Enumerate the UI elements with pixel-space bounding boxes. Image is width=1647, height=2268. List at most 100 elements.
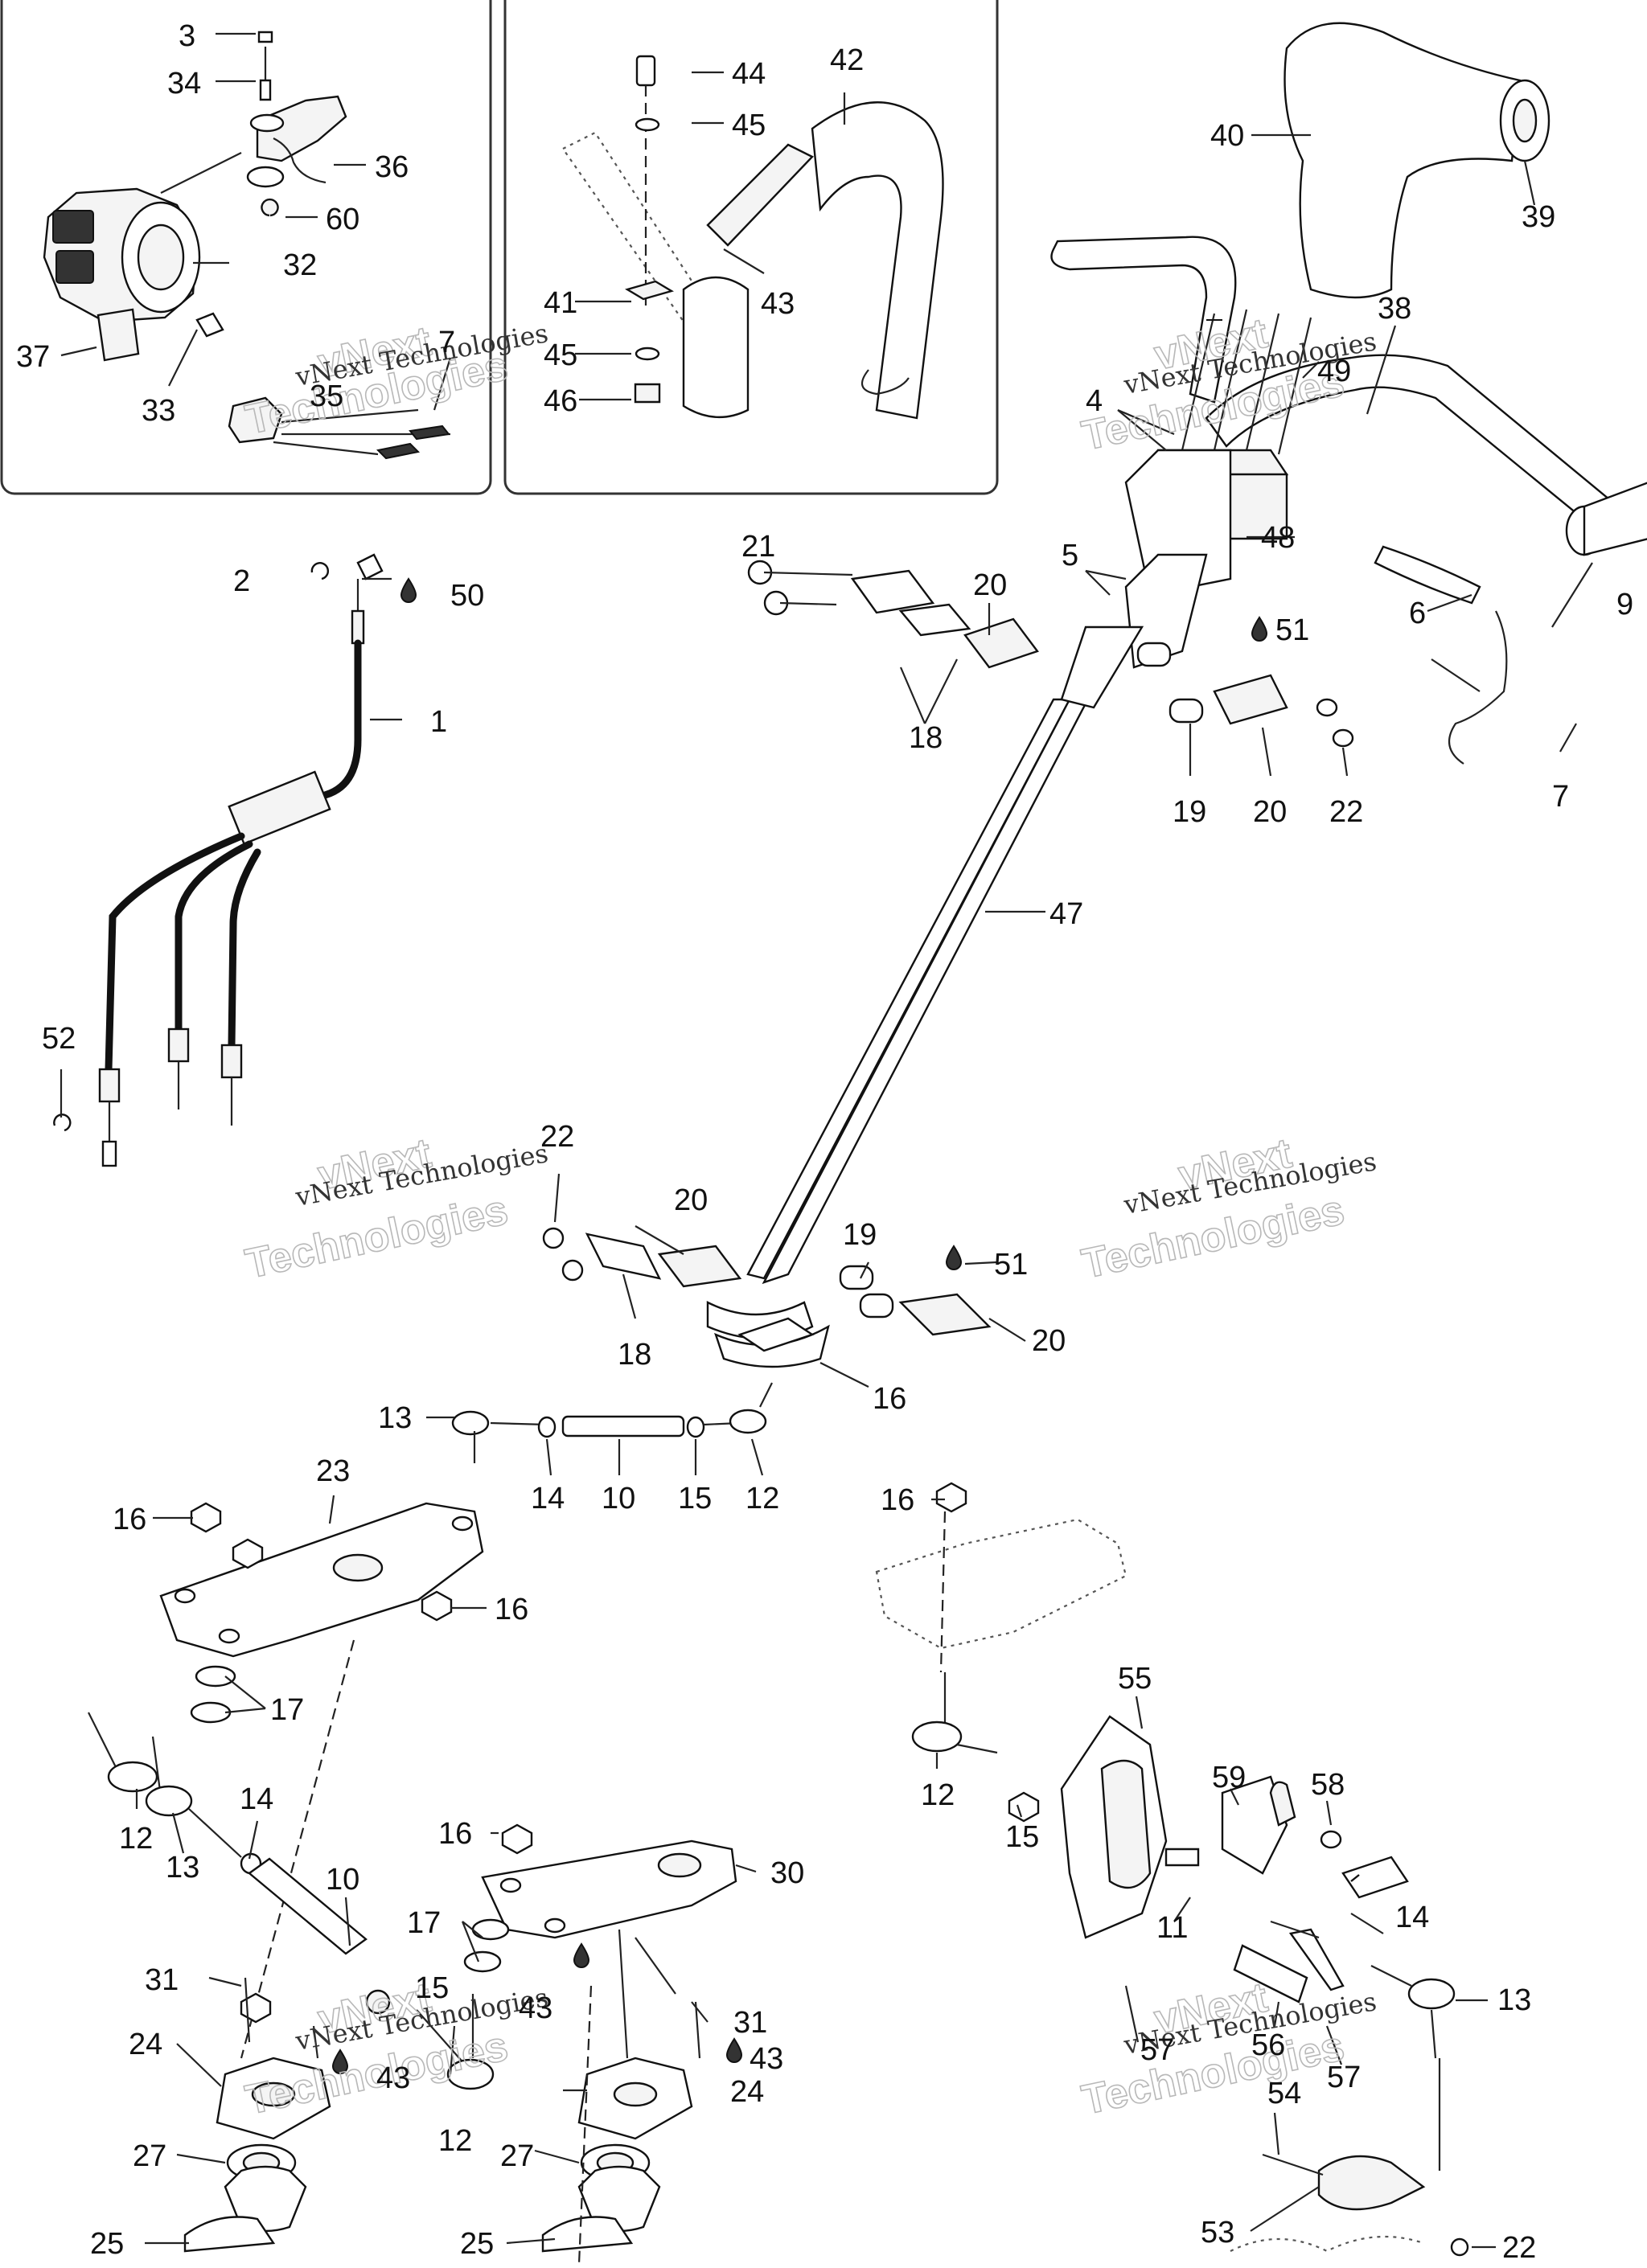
callout-48: 48 [1261,521,1295,555]
handlebar-grip-drawing [1285,23,1550,297]
callout-35: 35 [310,379,343,413]
callout-51: 51 [994,1248,1028,1282]
callout-39: 39 [1522,200,1555,234]
callout-22: 22 [540,1120,574,1154]
callout-59: 59 [1212,1761,1246,1794]
callout-47: 47 [1049,897,1083,931]
callout-12: 12 [438,2124,472,2158]
callout-27: 27 [133,2139,166,2173]
callout-12: 12 [119,1822,153,1856]
callout-14: 14 [1395,1901,1429,1934]
callout-14: 14 [240,1782,273,1816]
right-lower-assembly-drawing [877,1483,1468,2255]
callout-20: 20 [674,1183,708,1217]
callout-52: 52 [42,1022,76,1056]
callout-50: 50 [450,579,484,613]
handlebar-drawing [1052,237,1647,764]
callout-12: 12 [921,1778,955,1812]
callout-33: 33 [142,394,175,428]
drop-icon [401,579,416,602]
callout-20: 20 [1032,1324,1066,1358]
callout-7: 7 [1552,780,1569,814]
callout-43: 43 [761,287,795,321]
callout-54: 54 [1267,2077,1301,2110]
callout-30: 30 [770,1856,804,1890]
callout-17: 17 [270,1693,304,1727]
callout-1: 1 [430,705,447,739]
drop-icon [574,1944,589,1967]
callout-53: 53 [1201,2216,1234,2250]
callout-19: 19 [843,1218,877,1252]
drop-icon [1252,617,1267,641]
callout-45: 45 [544,338,577,372]
callout-20: 20 [1253,795,1287,829]
callout-13: 13 [378,1401,412,1435]
callout-17: 17 [407,1906,441,1940]
callout-16: 16 [438,1817,472,1851]
callout-13: 13 [166,1851,199,1885]
callout-10: 10 [326,1863,359,1897]
callout-19: 19 [1173,795,1206,829]
callout-34: 34 [167,67,201,100]
callout-49: 49 [1317,355,1351,388]
callout-38: 38 [1378,292,1411,326]
callout-10: 10 [602,1482,635,1515]
callout-51: 51 [1275,613,1309,647]
callout-16: 16 [881,1483,914,1517]
callout-24: 24 [730,2075,764,2109]
callout-43: 43 [750,2042,783,2076]
callout-9: 9 [1616,588,1633,621]
callout-15: 15 [1005,1820,1039,1854]
callout-16: 16 [873,1382,906,1416]
callout-55: 55 [1118,1662,1152,1696]
callout-37: 37 [16,340,50,374]
callout-15: 15 [678,1482,712,1515]
callout-31: 31 [145,1963,179,1997]
callout-58: 58 [1311,1768,1345,1802]
callout-15: 15 [415,1971,449,2005]
callout-20: 20 [973,568,1007,602]
callout-27: 27 [500,2139,534,2173]
drop-icon [947,1246,961,1269]
callout-16: 16 [495,1593,528,1626]
cable-harness-drawing [54,555,382,1166]
callout-12: 12 [745,1482,779,1515]
callout-43: 43 [376,2061,410,2095]
callout-60: 60 [326,203,359,236]
callout-22: 22 [1502,2231,1536,2264]
callout-57: 57 [1140,2033,1174,2067]
callout-44: 44 [732,57,766,91]
callout-43: 43 [519,1991,552,2025]
callout-41: 41 [544,286,577,320]
callout-45: 45 [732,109,766,142]
callout-46: 46 [544,384,577,418]
callout-40: 40 [1210,119,1244,153]
callout-6: 6 [1409,597,1426,630]
callout-24: 24 [129,2028,162,2061]
callout-18: 18 [618,1338,651,1372]
callout-16: 16 [113,1503,146,1536]
callout-25: 25 [460,2227,494,2261]
callout-13: 13 [1497,1983,1531,2017]
callout-3: 3 [179,19,195,53]
callout-2: 2 [233,564,250,598]
callout-11: 11 [1156,1911,1188,1945]
callout-5: 5 [1062,539,1078,572]
callout-42: 42 [830,43,864,77]
watermark-big: Technologies [241,1187,511,1288]
callout-56: 56 [1251,2028,1285,2062]
callout-7: 7 [438,326,455,359]
callout-32: 32 [283,248,317,282]
callout-25: 25 [90,2227,124,2261]
callout-57: 57 [1327,2061,1361,2094]
callout-18: 18 [909,721,943,755]
callout-22: 22 [1329,795,1363,829]
callout-21: 21 [741,530,775,564]
drop-icon [727,2039,741,2062]
callout-31: 31 [733,2006,767,2040]
callout-14: 14 [531,1482,565,1515]
callout-36: 36 [375,150,409,184]
callout-4: 4 [1086,384,1103,418]
callout-23: 23 [316,1454,350,1488]
